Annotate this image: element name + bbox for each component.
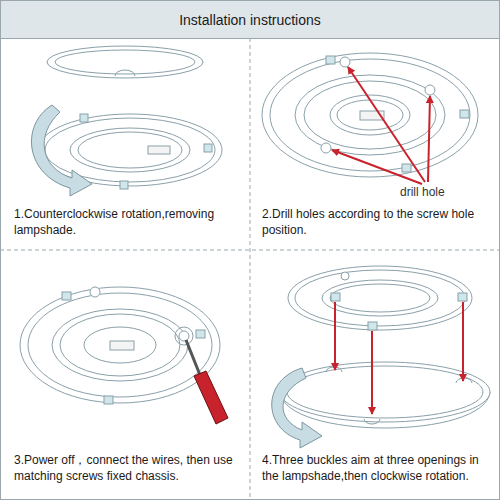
buckle [326, 56, 335, 64]
panel-divider [0, 250, 500, 251]
step-caption: 1.Counterclockwise rotation,removing lam… [14, 206, 246, 238]
chassis-ring [330, 284, 430, 312]
chassis-ring [295, 270, 465, 326]
screwdriver-handle [194, 371, 228, 424]
chassis-label [148, 146, 170, 154]
chassis-ring [337, 100, 403, 130]
alignment-arrow [462, 302, 464, 381]
chassis-ring [60, 314, 180, 376]
chassis-ring [295, 75, 445, 155]
rotation-arrow [272, 368, 322, 448]
lampshade [280, 362, 490, 428]
buckle [460, 110, 469, 118]
chassis [288, 266, 472, 330]
screw-hole [90, 287, 100, 297]
chassis [20, 287, 220, 404]
screw-circle [175, 327, 193, 345]
screw-hole [341, 272, 349, 280]
lampshade-inner [287, 366, 483, 418]
leader-arrow [332, 150, 422, 184]
step-caption: 3.Power off，connect the wires, then use … [14, 452, 246, 484]
buckle [368, 322, 377, 330]
screw-hole [179, 331, 189, 341]
alignment-arrows [335, 302, 463, 414]
callout-label: drill hole [400, 184, 490, 200]
alignment-arrow [334, 302, 336, 370]
chassis-ring [304, 81, 436, 149]
chassis-label [110, 341, 134, 350]
lampshade-opening [364, 419, 380, 424]
rotation-arrow [31, 105, 92, 196]
leader-arrow [348, 67, 425, 182]
leader-arrow [428, 96, 430, 182]
lampshade-top [47, 46, 203, 78]
screwdriver-shaft [186, 340, 200, 375]
chassis-ring [52, 309, 188, 381]
leader-arrows [332, 67, 430, 184]
chassis-ring [70, 128, 190, 172]
chassis-ring [78, 132, 182, 168]
chassis-ring [84, 327, 156, 363]
alignment-arrow [371, 331, 373, 414]
title-text: Installation instructions [179, 12, 321, 28]
panel-divider [250, 38, 251, 500]
chassis-ring [20, 287, 220, 403]
buckle [458, 293, 467, 301]
buckle [120, 181, 128, 189]
lampshade-notch [115, 70, 135, 76]
buckle [104, 396, 113, 404]
buckle [204, 144, 212, 152]
chassis-ring [262, 53, 478, 177]
title-band: Installation instructions [1, 1, 499, 39]
step-caption: 4.Three buckles aim at three openings in… [262, 452, 494, 484]
chassis [262, 53, 478, 177]
chassis-ring [45, 118, 215, 182]
lampshade-top [280, 362, 490, 422]
screw-hole [425, 85, 435, 95]
chassis-ring [288, 266, 472, 330]
buckle [80, 114, 88, 122]
lampshade [47, 46, 203, 78]
screw-hole [321, 143, 331, 153]
chassis-ring [270, 59, 470, 171]
screwdriver [186, 340, 228, 424]
chassis-ring [322, 280, 438, 316]
buckle [196, 330, 205, 338]
chassis-ring [28, 293, 212, 397]
screw-hole [340, 57, 350, 67]
step-caption: 2.Drill holes according to the screw hol… [262, 206, 494, 238]
buckle [62, 292, 71, 300]
buckle [402, 164, 411, 172]
buckle [331, 293, 340, 301]
